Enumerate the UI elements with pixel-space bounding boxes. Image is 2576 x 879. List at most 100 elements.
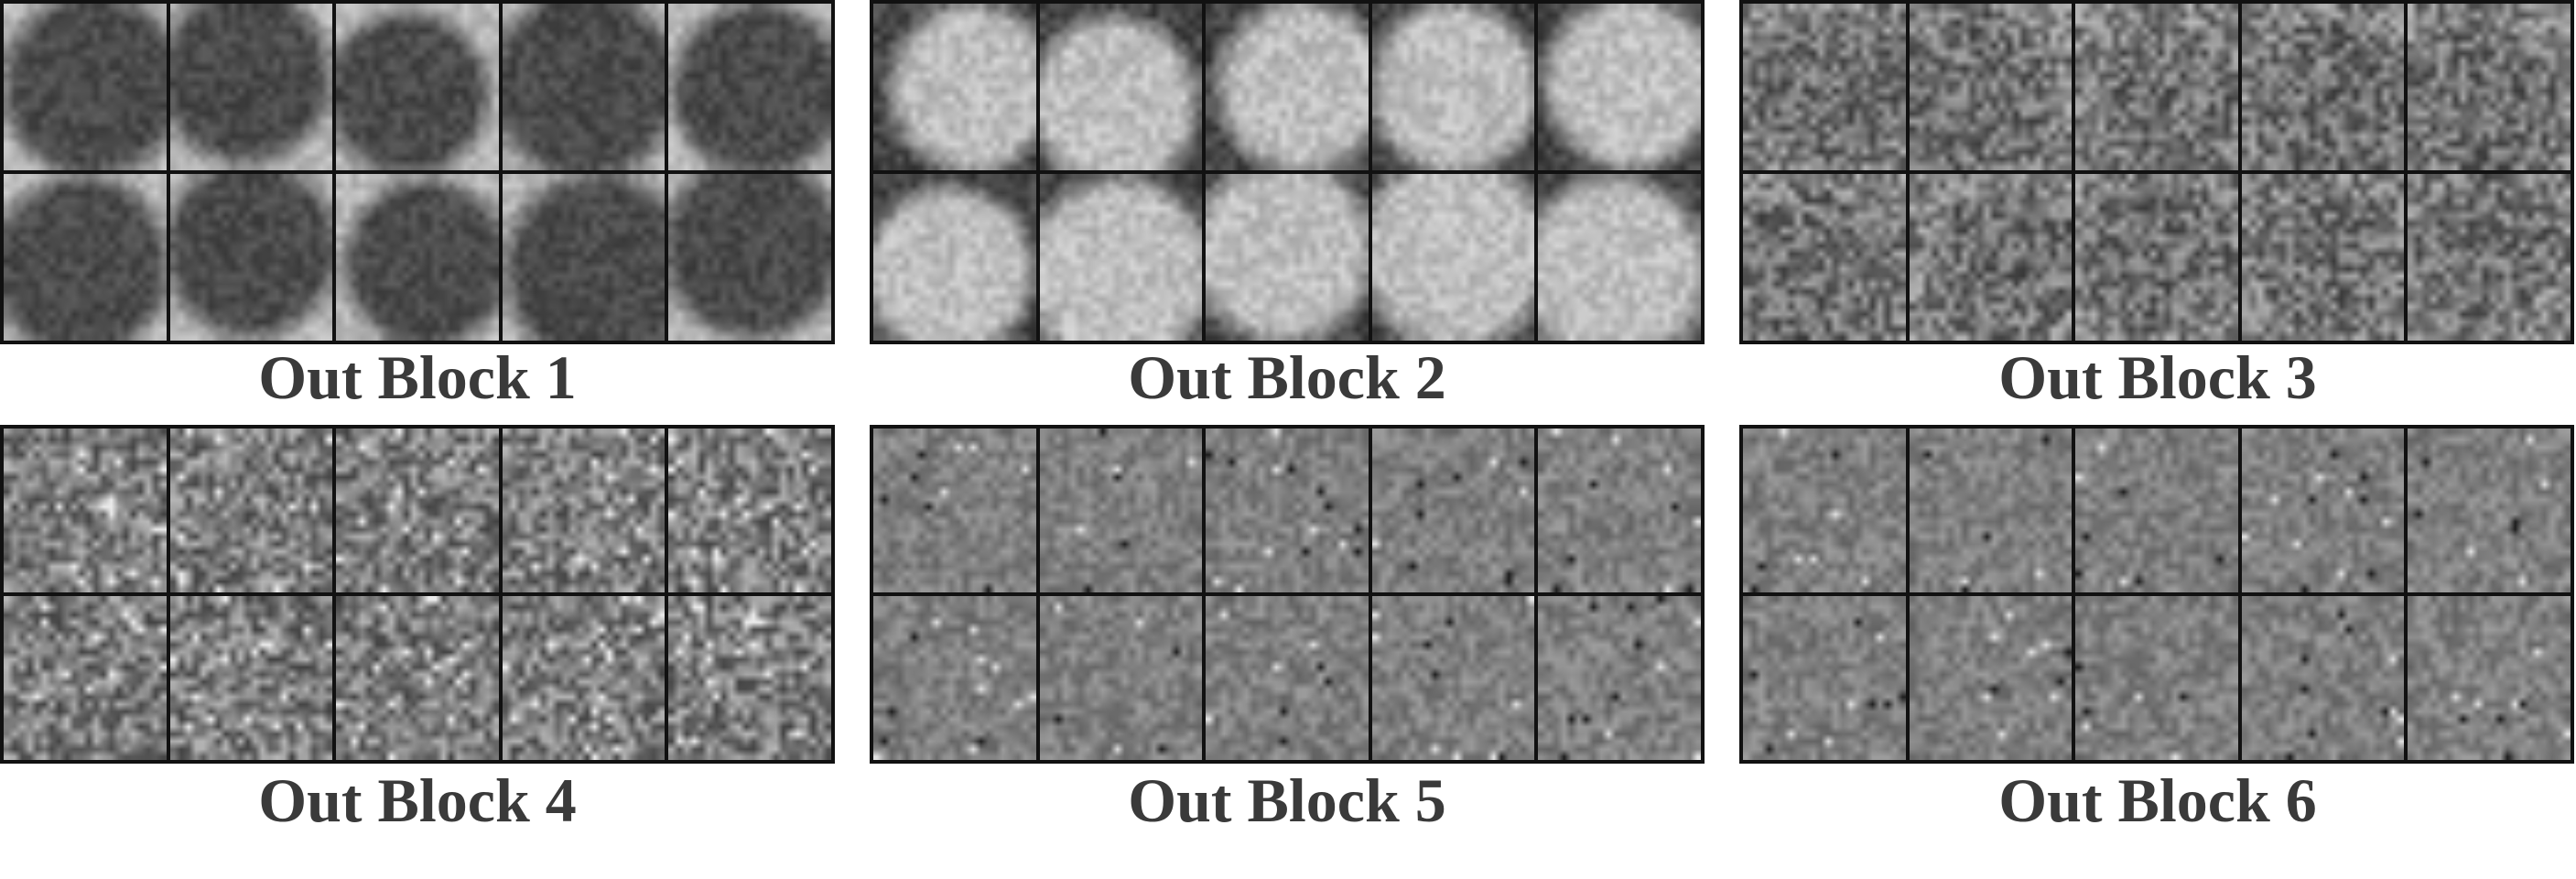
feature-map-image	[1909, 4, 2073, 170]
feature-map-grid	[0, 425, 835, 764]
feature-block-5: Out Block 5	[870, 425, 1705, 846]
feature-map-tile	[2075, 429, 2238, 592]
feature-map-tile	[1371, 596, 1535, 760]
feature-map-tile	[1743, 4, 1906, 170]
feature-map-image	[502, 596, 666, 760]
feature-map-grid	[870, 0, 1705, 344]
feature-map-image	[2241, 596, 2405, 760]
block-caption: Out Block 2	[1128, 342, 1446, 412]
feature-map-tile	[4, 429, 167, 592]
feature-map-tile	[668, 174, 831, 341]
feature-map-tile	[2241, 596, 2405, 760]
feature-map-tile	[2075, 4, 2238, 170]
feature-map-image	[1909, 174, 2073, 341]
feature-map-image	[668, 4, 831, 170]
feature-map-image	[1909, 596, 2073, 760]
feature-map-tile	[502, 429, 666, 592]
feature-map-tile	[2241, 429, 2405, 592]
feature-map-tile	[336, 174, 499, 341]
feature-map-tile	[873, 4, 1036, 170]
block-caption: Out Block 3	[1998, 342, 2317, 412]
feature-block-4: Out Block 4	[0, 425, 835, 846]
feature-map-tile	[1206, 4, 1369, 170]
feature-map-image	[4, 4, 167, 170]
feature-map-tile	[873, 596, 1036, 760]
feature-map-image	[1743, 429, 1906, 592]
feature-map-grid	[0, 0, 835, 344]
feature-map-image	[1206, 429, 1369, 592]
feature-map-image	[2408, 429, 2571, 592]
feature-map-image	[1039, 174, 1203, 341]
feature-map-tile	[668, 4, 831, 170]
feature-map-image	[1371, 596, 1535, 760]
feature-map-tile	[169, 174, 333, 341]
feature-map-image	[1538, 174, 1701, 341]
feature-map-tile	[502, 174, 666, 341]
feature-map-image	[169, 429, 333, 592]
feature-map-tile	[1206, 596, 1369, 760]
block-caption: Out Block 4	[258, 765, 577, 835]
feature-map-tile	[1371, 174, 1535, 341]
feature-map-image	[2408, 174, 2571, 341]
feature-map-tile	[2075, 174, 2238, 341]
block-caption: Out Block 6	[1998, 765, 2317, 835]
feature-map-image	[4, 429, 167, 592]
feature-map-image	[873, 596, 1036, 760]
feature-map-tile	[169, 596, 333, 760]
feature-map-tile	[2408, 596, 2571, 760]
feature-map-tile	[169, 4, 333, 170]
feature-map-image	[1039, 4, 1203, 170]
feature-map-image	[1371, 174, 1535, 341]
feature-map-image	[1039, 596, 1203, 760]
feature-map-image	[1206, 596, 1369, 760]
feature-map-tile	[2408, 429, 2571, 592]
feature-map-image	[2241, 174, 2405, 341]
feature-map-tile	[1039, 429, 1203, 592]
feature-map-image	[502, 429, 666, 592]
feature-map-image	[2241, 429, 2405, 592]
feature-map-tile	[1039, 596, 1203, 760]
feature-map-image	[873, 174, 1036, 341]
feature-map-image	[169, 174, 333, 341]
feature-map-image	[2075, 596, 2238, 760]
feature-map-tile	[336, 596, 499, 760]
feature-map-image	[1538, 429, 1701, 592]
feature-map-tile	[1909, 4, 2073, 170]
feature-map-image	[4, 174, 167, 341]
feature-map-tile	[1743, 174, 1906, 341]
feature-map-image	[2241, 4, 2405, 170]
feature-map-tile	[1743, 429, 1906, 592]
feature-map-image	[336, 174, 499, 341]
feature-map-image	[1743, 4, 1906, 170]
feature-map-grid	[1739, 0, 2574, 344]
feature-map-image	[668, 429, 831, 592]
feature-map-image	[1538, 4, 1701, 170]
feature-map-image	[502, 4, 666, 170]
feature-map-image	[336, 596, 499, 760]
feature-map-tile	[1909, 174, 2073, 341]
feature-map-image	[1039, 429, 1203, 592]
feature-map-image	[4, 596, 167, 760]
feature-map-tile	[1206, 429, 1369, 592]
feature-map-tile	[1538, 429, 1701, 592]
feature-map-grid	[1739, 425, 2574, 764]
feature-map-tile	[1039, 174, 1203, 341]
feature-map-image	[873, 429, 1036, 592]
feature-map-image	[2075, 429, 2238, 592]
feature-map-image	[1206, 4, 1369, 170]
feature-map-tile	[502, 4, 666, 170]
feature-map-image	[1371, 4, 1535, 170]
feature-map-image	[1371, 429, 1535, 592]
feature-map-tile	[169, 429, 333, 592]
feature-map-tile	[668, 429, 831, 592]
feature-block-2: Out Block 2	[870, 0, 1705, 421]
feature-map-image	[1206, 174, 1369, 341]
feature-map-tile	[1206, 174, 1369, 341]
feature-map-tile	[1538, 174, 1701, 341]
feature-map-image	[2075, 174, 2238, 341]
feature-block-1: Out Block 1	[0, 0, 835, 421]
feature-map-image	[502, 174, 666, 341]
feature-map-tile	[1743, 596, 1906, 760]
feature-map-tile	[4, 596, 167, 760]
feature-map-image	[668, 174, 831, 341]
